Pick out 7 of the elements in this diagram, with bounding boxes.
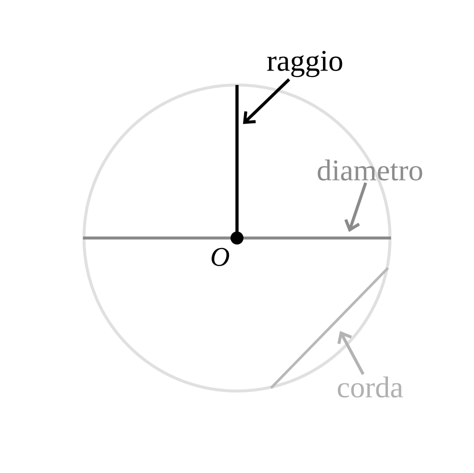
text-label: raggio	[267, 50, 342, 78]
arrow	[243, 78, 290, 124]
point-label: O	[212, 248, 230, 266]
arrow	[344, 182, 368, 232]
text-label: diametro	[318, 159, 422, 181]
text-label: corda	[338, 376, 403, 398]
arrow	[337, 331, 364, 375]
